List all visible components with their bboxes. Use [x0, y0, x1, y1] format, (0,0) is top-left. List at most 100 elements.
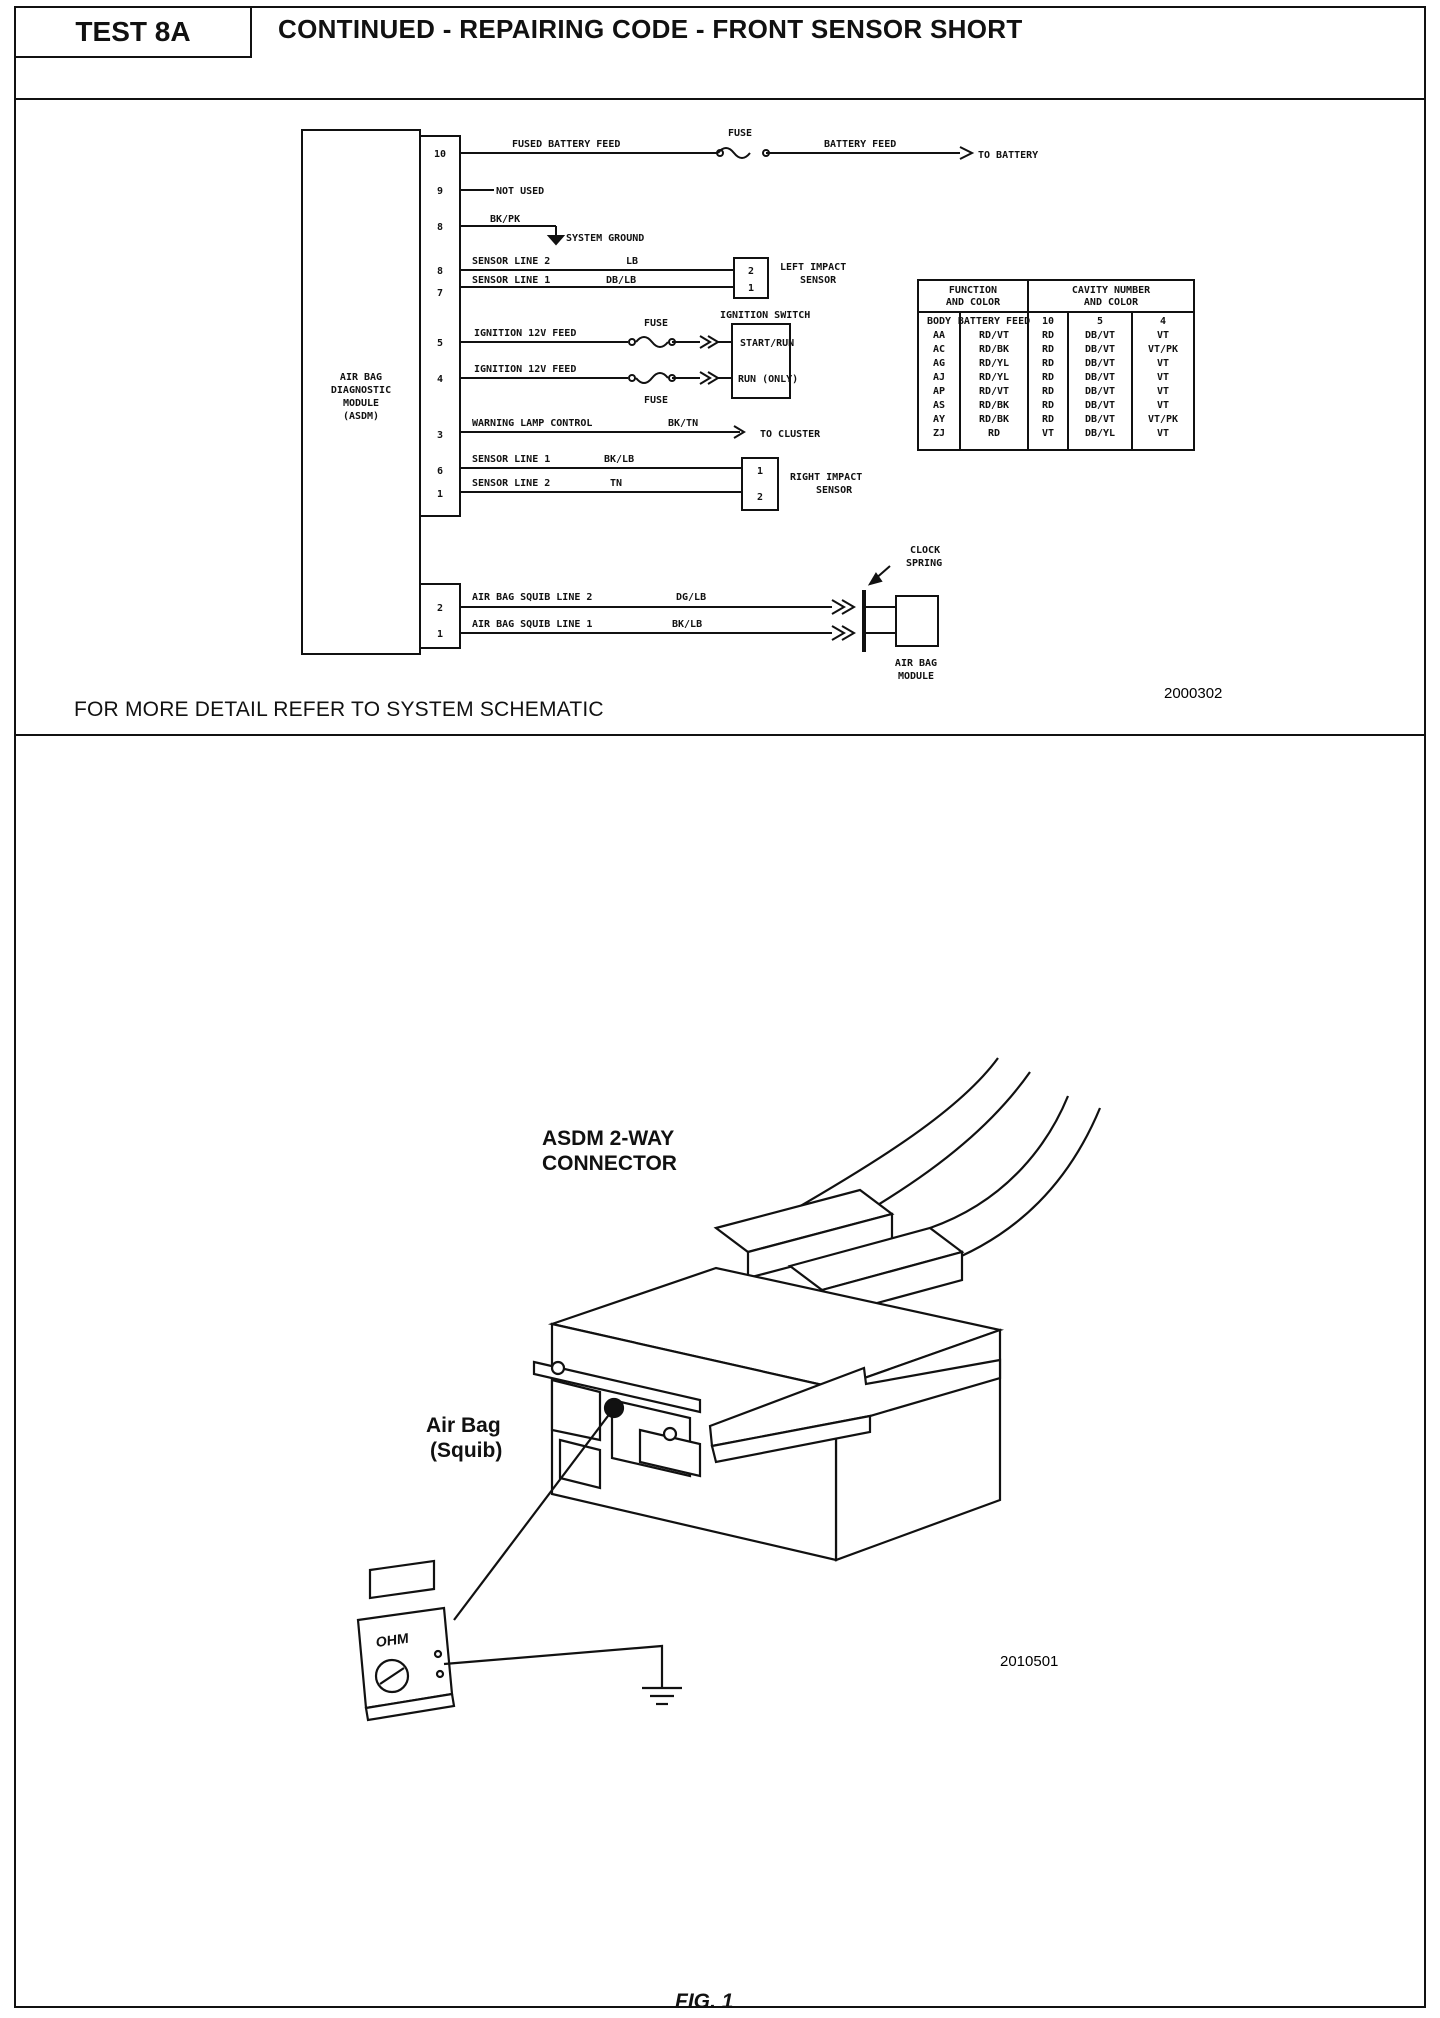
table-cell: AJ: [933, 372, 945, 383]
sensor-pin: 1: [748, 283, 754, 294]
table-cell: AG: [933, 358, 945, 369]
wire-label: AIR BAG SQUIB LINE 2: [472, 592, 592, 603]
table-cell: VT: [1157, 330, 1169, 341]
pin-label: 1: [437, 489, 443, 500]
right-sensor-label: RIGHT IMPACT: [790, 472, 862, 483]
table-cell: VT: [1157, 358, 1169, 369]
table-cell: VT: [1157, 386, 1169, 397]
schematic-figure-id: 2000302: [1164, 685, 1222, 702]
divider-top: [14, 98, 1426, 100]
wire-label: SYSTEM GROUND: [566, 233, 644, 244]
pin-label: 2: [437, 603, 443, 614]
module-label-3: MODULE: [343, 398, 379, 409]
table-column-header: 10: [1042, 316, 1054, 327]
wire-label: BK/TN: [668, 418, 698, 429]
cavity-table: [917, 279, 1195, 451]
wire-label: BK/PK: [490, 214, 520, 225]
divider-middle: [14, 734, 1426, 736]
table-cell: VT: [1042, 428, 1054, 439]
table-cell: DB/VT: [1085, 358, 1115, 369]
connector-label-2: CONNECTOR: [542, 1152, 677, 1175]
wire-label: FUSED BATTERY FEED: [512, 139, 620, 150]
table-header: FUNCTION: [949, 285, 997, 296]
test-label: TEST 8A: [16, 8, 252, 58]
table-cell: RD: [1042, 386, 1054, 397]
table-cell: DB/VT: [1085, 386, 1115, 397]
air-bag-squib-label-2: (Squib): [430, 1439, 502, 1462]
page-frame: [14, 6, 1426, 2008]
table-cell: RD/BK: [979, 344, 1009, 355]
wire-label: NOT USED: [496, 186, 544, 197]
wire-label: DB/LB: [606, 275, 636, 286]
sensor-pin: 2: [748, 266, 754, 277]
pin-label: 5: [437, 338, 443, 349]
table-column-header: 4: [1160, 316, 1166, 327]
table-cell: RD/YL: [979, 358, 1009, 369]
pin-label: 1: [437, 629, 443, 640]
sensor-pin: 1: [757, 466, 763, 477]
table-cell: DB/YL: [1085, 428, 1115, 439]
clockspring-label: CLOCK: [910, 545, 940, 556]
pin-label: 4: [437, 374, 443, 385]
table-cell: RD: [1042, 414, 1054, 425]
left-sensor-label-2: SENSOR: [800, 275, 837, 286]
table-cell: RD: [1042, 330, 1054, 341]
asdm-connector-main: [419, 135, 461, 517]
wire-label: AIR BAG SQUIB LINE 1: [472, 619, 592, 630]
pin-label: 7: [437, 288, 443, 299]
air-bag-module-label-2: MODULE: [898, 671, 934, 682]
air-bag-squib-label: Air Bag: [426, 1414, 501, 1437]
left-sensor-label: LEFT IMPACT: [780, 262, 846, 273]
table-header: AND COLOR: [1084, 297, 1139, 308]
ignition-switch-box: [731, 323, 791, 399]
table-cell: DB/VT: [1085, 344, 1115, 355]
table-cell: RD: [988, 428, 1000, 439]
wire-label: WARNING LAMP CONTROL: [472, 418, 592, 429]
connector-label: ASDM 2-WAY: [542, 1127, 674, 1150]
connector-illustration: [356, 1057, 1102, 1722]
module-label-1: AIR BAG: [340, 372, 382, 383]
table-cell: RD: [1042, 400, 1054, 411]
table-column-header: 5: [1097, 316, 1103, 327]
left-impact-sensor-box: [733, 257, 769, 299]
air-bag-module-label: AIR BAG: [895, 658, 937, 669]
table-header: AND COLOR: [946, 297, 1001, 308]
pin-label: 10: [434, 149, 446, 160]
wire-label: BATTERY FEED: [824, 139, 896, 150]
table-cell: VT/PK: [1148, 344, 1178, 355]
table-column-header: BATTERY FEED: [958, 316, 1030, 327]
table-cell: DB/VT: [1085, 400, 1115, 411]
wire-label: SENSOR LINE 2: [472, 478, 550, 489]
table-cell: AC: [933, 344, 945, 355]
wire-label: RUN (ONLY): [738, 374, 798, 385]
right-sensor-label-2: SENSOR: [816, 485, 853, 496]
meter-ohm-label: OHM: [376, 1630, 409, 1651]
sensor-pin: 2: [757, 492, 763, 503]
table-cell: VT: [1157, 400, 1169, 411]
wire-label: START/RUN: [740, 338, 794, 349]
pin-label: 9: [437, 186, 443, 197]
wire-label: DG/LB: [676, 592, 706, 603]
wire-label: IGNITION 12V FEED: [474, 328, 576, 339]
figure-caption: FIG. 1: [675, 1990, 734, 2013]
wire-label: SENSOR LINE 1: [472, 275, 550, 286]
wire-label: TO CLUSTER: [760, 429, 821, 440]
table-cell: VT: [1157, 372, 1169, 383]
pin-label: 3: [437, 430, 443, 441]
table-cell: RD/BK: [979, 400, 1009, 411]
wire-label: TO BATTERY: [978, 150, 1038, 161]
table-cell: RD: [1042, 344, 1054, 355]
wire-label: SENSOR LINE 2: [472, 256, 550, 267]
table-cell: RD/VT: [979, 386, 1009, 397]
page-title: CONTINUED - REPAIRING CODE - FRONT SENSO…: [278, 14, 1023, 44]
wire-label: TN: [610, 478, 622, 489]
wire-label: BK/LB: [672, 619, 702, 630]
table-cell: DB/VT: [1085, 414, 1115, 425]
table-cell: AA: [933, 330, 945, 341]
right-impact-sensor-box: [741, 457, 779, 511]
wire-label: BK/LB: [604, 454, 634, 465]
table-cell: ZJ: [933, 428, 945, 439]
wire-label: LB: [626, 256, 638, 267]
connector-figure-id: 2010501: [1000, 1653, 1058, 1670]
